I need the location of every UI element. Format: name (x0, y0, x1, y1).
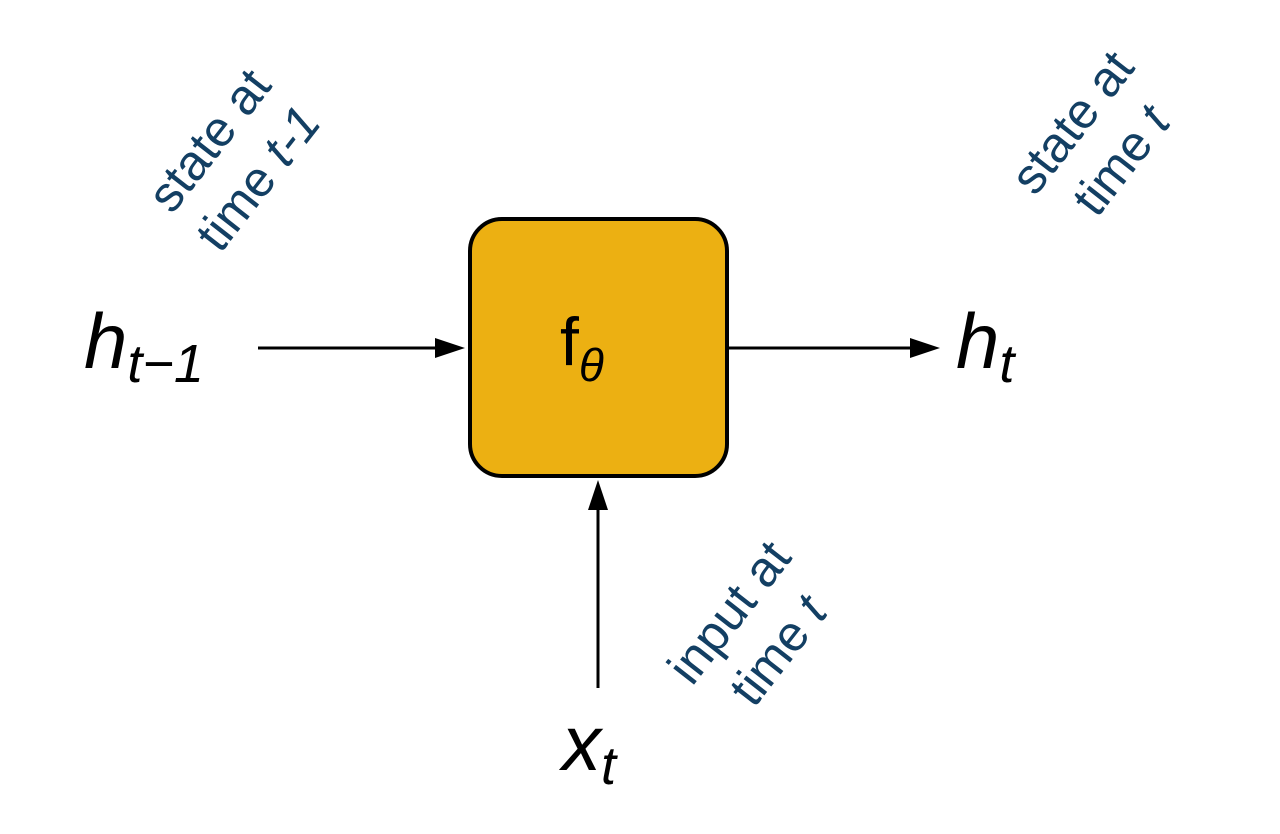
input-symbol: xt (558, 699, 618, 796)
function-box (468, 217, 729, 478)
arrow-input (588, 480, 608, 688)
input-label: input at time t (657, 530, 839, 716)
prev-state-symbol: ht−1 (84, 297, 204, 394)
arrow-next-state (729, 338, 940, 358)
function-symbol: fθ (560, 304, 604, 391)
next-state-symbol: ht (956, 297, 1016, 394)
prev-state-label: state at time t-1 (137, 58, 332, 261)
arrow-prev-state (258, 338, 465, 358)
next-state-label: state at time t (1000, 40, 1182, 226)
